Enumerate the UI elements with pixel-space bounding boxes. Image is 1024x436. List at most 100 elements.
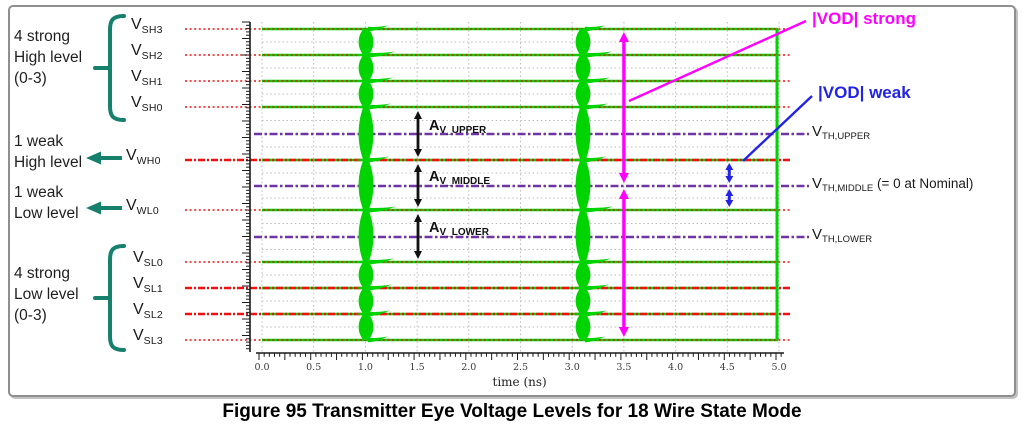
eye-band-wisp: [368, 51, 395, 58]
eye-band-wisp: [585, 310, 607, 317]
group-arrow-head: [86, 201, 101, 215]
vod-strong-arrow-head: [618, 173, 629, 183]
av-label-v_middle: AV_MIDDLE: [429, 169, 491, 187]
threshold-label-VTH_LOWER: VTH,LOWER: [812, 226, 873, 245]
x-tick-label: 5.0: [771, 362, 787, 373]
vod-weak-arrow-head: [725, 163, 734, 170]
eye-band-wisp: [355, 53, 364, 57]
eye-band-wisp: [585, 156, 606, 163]
eye-band-wisp: [355, 312, 364, 316]
eye-band-wisp: [585, 25, 605, 32]
x-tick-label: 2.0: [461, 362, 477, 373]
eye-band-segment: [358, 288, 374, 314]
x-tick-label: 3.0: [564, 362, 580, 373]
eye-band-wisp: [572, 286, 581, 290]
eye-band-segment: [575, 210, 591, 262]
eye-band-wisp: [355, 158, 364, 162]
eye-band-wisp: [585, 284, 609, 291]
eye-band-wisp: [572, 79, 581, 83]
x-tick-label: 3.5: [616, 362, 632, 373]
figure-frame: [8, 5, 1016, 397]
eye-band-wisp: [585, 258, 611, 265]
eye-band-segment: [575, 81, 591, 107]
av-arrow-v_lower-head: [414, 214, 422, 222]
vod-strong-arrow-head: [618, 32, 629, 42]
x-tick-label: 2.5: [512, 362, 529, 373]
vod-weak-label: |VOD| weak: [818, 83, 911, 102]
eye-band-wisp: [368, 310, 390, 317]
x-tick-label: 4.5: [719, 362, 735, 373]
vod-strong-callout-line: [628, 19, 807, 103]
threshold-label-VTH_UPPER: VTH,UPPER: [812, 123, 871, 142]
eye-band-wisp: [572, 312, 581, 316]
eye-band-segment: [358, 55, 374, 81]
level-label-VSH0: VSH0: [131, 94, 163, 114]
figure-caption: Figure 95 Transmitter Eye Voltage Levels…: [222, 401, 802, 422]
av-label-v_upper: AV_UPPER: [429, 117, 487, 136]
av-arrow-v_middle-head: [414, 199, 422, 207]
eye-band-wisp: [368, 25, 388, 32]
level-label-VSL2: VSL2: [133, 301, 163, 321]
eye-band-segment: [358, 107, 374, 160]
x-tick-label: 0.5: [306, 362, 322, 373]
eye-band-wisp: [585, 336, 605, 343]
eye-band-wisp: [572, 105, 581, 109]
x-tick-label: 0.0: [254, 362, 270, 373]
eye-band-wisp: [572, 260, 581, 264]
eye-band-wisp: [585, 51, 612, 58]
eye-diagram-chart: [86, 14, 813, 360]
eye-band-wisp: [355, 286, 364, 290]
eye-band-wisp: [368, 103, 391, 110]
level-label-VSH2: VSH2: [131, 42, 163, 62]
eye-band-wisp: [585, 206, 613, 213]
eye-band-wisp: [368, 284, 392, 291]
eye-band-segment: [575, 314, 591, 340]
eye-band-wisp: [572, 53, 581, 57]
group-brace: [93, 244, 126, 352]
av-arrow-v_upper-head: [414, 149, 422, 157]
vod-weak-callout-line: [742, 95, 813, 162]
x-axis-title: time (ns): [492, 375, 547, 389]
eye-band-segment: [358, 160, 374, 210]
eye-band-wisp: [368, 156, 389, 163]
x-tick-label: 1.5: [409, 362, 425, 373]
eye-band-wisp: [355, 260, 364, 264]
av-arrow-v_upper-head: [414, 111, 422, 119]
chart-labels-layer: 0.0 0.5 1.0 1.5 2.0 2.5 3.0 3.5 4.0 4.5 5.0 time (n…: [14, 9, 973, 389]
eye-band-wisp: [368, 206, 396, 213]
level-label-VSL3: VSL3: [133, 327, 163, 347]
av-arrow-v_lower-head: [414, 251, 422, 259]
vod-strong-arrow-head: [618, 189, 629, 199]
eye-band-segment: [575, 29, 591, 55]
vod-weak-arrow-head: [725, 200, 734, 207]
level-label-VSL0: VSL0: [133, 249, 163, 269]
eye-band-segment: [358, 210, 374, 262]
x-tick-label: 4.0: [668, 362, 684, 373]
eye-band-segment: [358, 314, 374, 340]
level-label-VSH3: VSH3: [131, 16, 163, 36]
eye-band-wisp: [368, 336, 388, 343]
eye-band-wisp: [368, 258, 394, 265]
vod-weak-arrow-head: [725, 189, 734, 196]
group-brace: [93, 14, 126, 122]
group-arrow-head: [86, 151, 101, 165]
eye-band-wisp: [368, 77, 393, 84]
level-label-VSL1: VSL1: [133, 275, 163, 295]
eye-band-segment: [575, 262, 591, 288]
eye-band-wisp: [572, 208, 581, 212]
vod-strong-label: |VOD| strong: [812, 9, 916, 28]
level-label-VWL0: VWL0: [126, 197, 159, 217]
av-label-v_lower: AV_LOWER: [429, 220, 489, 238]
eye-band-segment: [358, 81, 374, 107]
eye-band-wisp: [355, 79, 364, 83]
eye-band-segment: [358, 262, 374, 288]
x-tick-label: 1.0: [357, 362, 373, 373]
vod-weak-arrow-head: [725, 176, 734, 183]
eye-band-segment: [575, 160, 591, 210]
eye-band-wisp: [572, 158, 581, 162]
eye-band-segment: [358, 29, 374, 55]
